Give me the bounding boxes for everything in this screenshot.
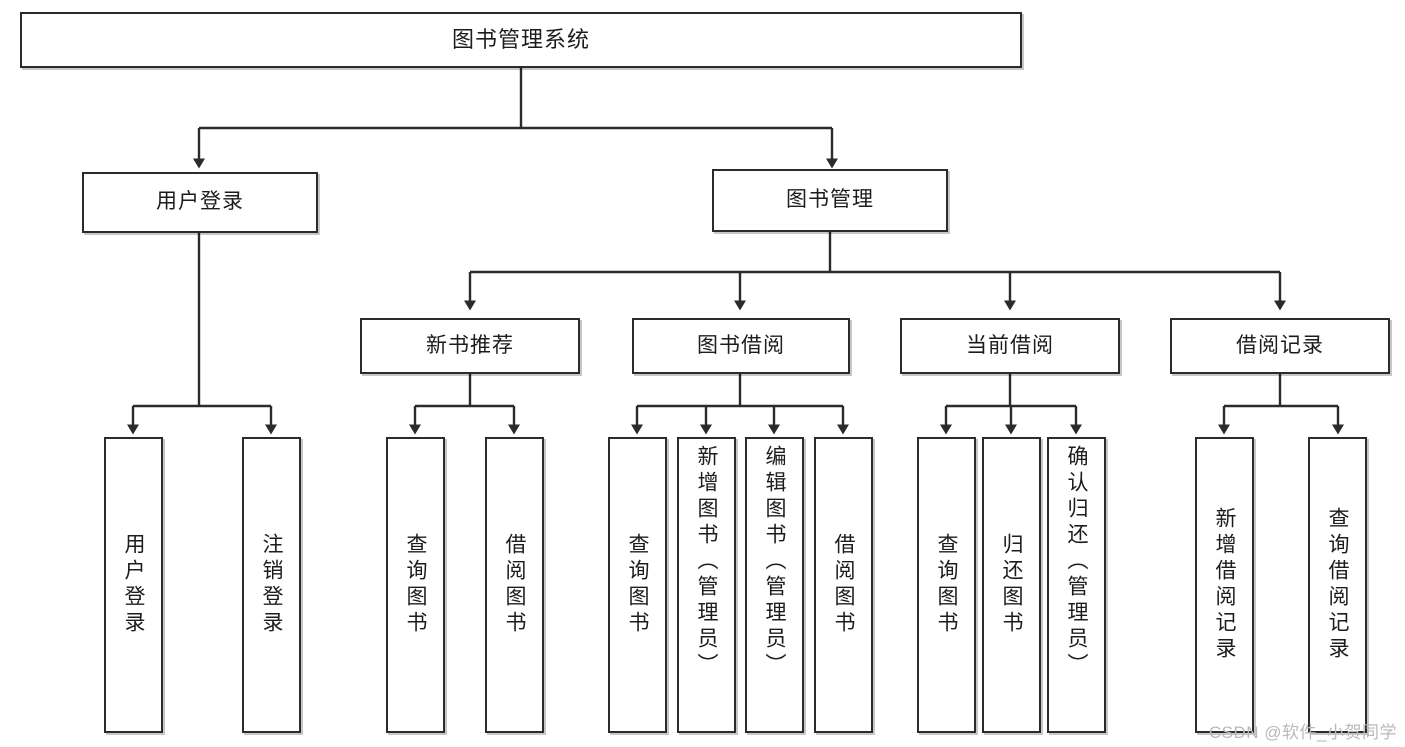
leaf-borrow-borrow-book-label: 借阅图书	[832, 533, 855, 637]
node-borrow-records-label: 借阅记录	[1236, 333, 1324, 357]
leaf-records-query-record[interactable]: 查询借阅记录	[1308, 437, 1367, 733]
leaf-borrow-edit-book[interactable]: 编辑图书（管理员）	[745, 437, 804, 733]
leaf-logout[interactable]: 注销登录	[242, 437, 301, 733]
leaf-recommend-query-book[interactable]: 查询图书	[386, 437, 445, 733]
leaf-borrow-add-book[interactable]: 新增图书（管理员）	[677, 437, 736, 733]
leaf-current-query-book[interactable]: 查询图书	[917, 437, 976, 733]
leaf-current-confirm-return[interactable]: 确认归还（管理员）	[1047, 437, 1106, 733]
leaf-user-login-label: 用户登录	[122, 533, 145, 637]
node-root[interactable]: 图书管理系统	[20, 12, 1022, 68]
node-borrow-records[interactable]: 借阅记录	[1170, 318, 1390, 374]
node-new-book-recommend[interactable]: 新书推荐	[360, 318, 580, 374]
leaf-records-add-record-label: 新增借阅记录	[1213, 507, 1236, 663]
node-book-borrow[interactable]: 图书借阅	[632, 318, 850, 374]
node-book-borrow-label: 图书借阅	[697, 333, 785, 357]
node-root-label: 图书管理系统	[451, 27, 590, 53]
leaf-records-query-record-label: 查询借阅记录	[1326, 507, 1349, 663]
leaf-user-login[interactable]: 用户登录	[104, 437, 163, 733]
watermark: CSDN @软件_小贺同学	[1208, 723, 1397, 742]
node-book-management[interactable]: 图书管理	[712, 169, 948, 232]
node-user-login-label: 用户登录	[156, 190, 244, 214]
leaf-recommend-borrow-book[interactable]: 借阅图书	[485, 437, 544, 733]
leaf-records-add-record[interactable]: 新增借阅记录	[1195, 437, 1254, 733]
node-current-borrow[interactable]: 当前借阅	[900, 318, 1120, 374]
leaf-borrow-query-book[interactable]: 查询图书	[608, 437, 667, 733]
leaf-borrow-borrow-book[interactable]: 借阅图书	[814, 437, 873, 733]
leaf-borrow-add-book-label: 新增图书（管理员）	[695, 445, 718, 679]
leaf-borrow-query-book-label: 查询图书	[626, 533, 649, 637]
leaf-recommend-query-book-label: 查询图书	[404, 533, 427, 637]
leaf-current-return-book-label: 归还图书	[1000, 533, 1023, 637]
node-new-book-recommend-label: 新书推荐	[426, 333, 514, 357]
leaf-current-query-book-label: 查询图书	[935, 533, 958, 637]
leaf-current-return-book[interactable]: 归还图书	[982, 437, 1041, 733]
node-user-login[interactable]: 用户登录	[82, 172, 318, 233]
leaf-borrow-edit-book-label: 编辑图书（管理员）	[763, 445, 786, 679]
node-current-borrow-label: 当前借阅	[966, 333, 1054, 357]
leaf-current-confirm-return-label: 确认归还（管理员）	[1065, 445, 1088, 679]
leaf-logout-label: 注销登录	[260, 533, 283, 637]
node-book-management-label: 图书管理	[786, 188, 874, 212]
leaf-recommend-borrow-book-label: 借阅图书	[503, 533, 526, 637]
